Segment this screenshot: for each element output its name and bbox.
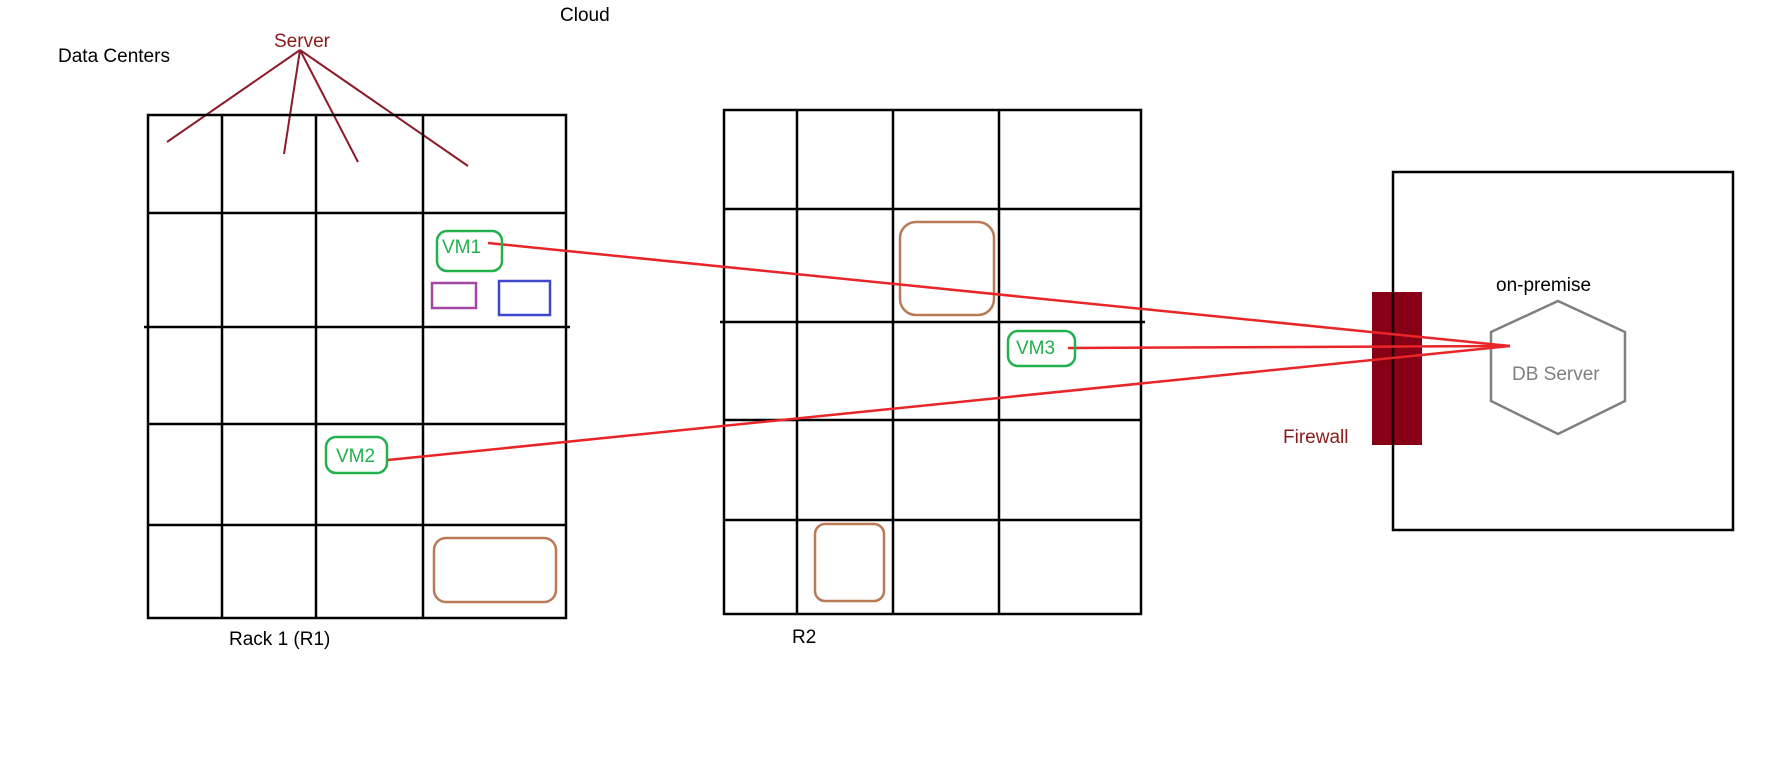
server-pointer-lines xyxy=(166,49,469,167)
rack1-grid xyxy=(144,113,570,620)
server-pointer-line xyxy=(299,49,469,167)
db-server-hexagon xyxy=(1489,299,1627,436)
rack1-frame xyxy=(146,113,568,620)
vm-label: VM2 xyxy=(336,446,375,467)
server-pointer-line xyxy=(166,49,301,143)
vm1-connection xyxy=(487,241,1511,348)
vm-box xyxy=(435,229,504,273)
purple-box xyxy=(430,281,478,310)
vm-label: VM1 xyxy=(442,237,481,258)
cloud-label: Cloud xyxy=(560,5,610,26)
db-server-label: DB Server xyxy=(1512,364,1600,385)
server-label: Server xyxy=(274,31,331,52)
rack2-frame xyxy=(722,108,1143,616)
rack2-grid xyxy=(720,108,1145,616)
server-pointer-line xyxy=(299,49,359,163)
vm3-connection xyxy=(1067,344,1511,350)
server-pointer-line xyxy=(283,49,301,155)
brown-box xyxy=(432,536,558,604)
on-premise-box xyxy=(1391,170,1735,532)
data-centers-label: Data Centers xyxy=(58,46,170,67)
connections xyxy=(387,241,1511,462)
vm-node-vm3: VM3 xyxy=(1006,329,1077,368)
brown-box xyxy=(813,522,886,603)
vm-box xyxy=(1006,329,1077,368)
vm2-connection xyxy=(387,344,1511,462)
rack1-label: Rack 1 (R1) xyxy=(229,629,330,650)
on-premise-label: on-premise xyxy=(1496,275,1591,296)
vm-box xyxy=(324,435,389,475)
brown-box xyxy=(898,220,996,317)
firewall-block xyxy=(1372,292,1422,445)
firewall-label: Firewall xyxy=(1283,427,1348,448)
vm-node-vm2: VM2 xyxy=(324,435,389,475)
blue-box xyxy=(497,279,552,317)
rack2-label: R2 xyxy=(792,627,816,648)
vm-label: VM3 xyxy=(1016,338,1055,359)
vm-node-vm1: VM1 xyxy=(435,229,504,273)
